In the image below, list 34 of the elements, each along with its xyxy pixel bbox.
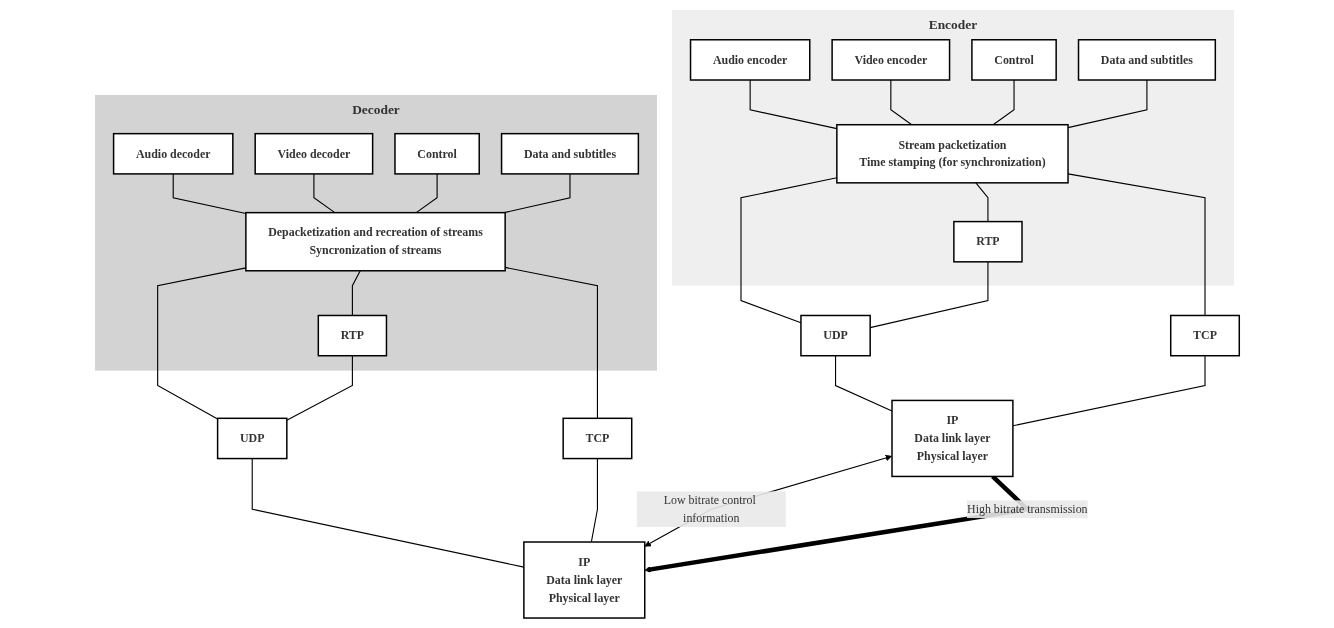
edge-label: Low bitrate control information <box>663 493 756 525</box>
connector <box>504 266 598 419</box>
node-box: UDP <box>216 417 288 460</box>
connector <box>590 458 598 543</box>
connector <box>890 79 913 126</box>
connector <box>415 173 438 214</box>
connector <box>1067 173 1206 317</box>
connector <box>313 173 336 214</box>
connector <box>1012 355 1206 427</box>
connector <box>503 173 571 214</box>
node-box: TCP <box>1169 314 1240 357</box>
node-box: Stream packetization Time stamping (for synchronization) <box>836 123 1069 184</box>
connector <box>992 79 1015 126</box>
node-box: UDP <box>800 314 871 357</box>
edge-label: High bitrate transmission <box>966 502 1088 516</box>
node-box: RTP <box>317 314 388 357</box>
node-box: Control <box>971 39 1057 81</box>
connector <box>156 267 247 420</box>
node-box: Data and subtitles <box>500 132 639 175</box>
node-box: Audio decoder <box>112 132 234 175</box>
node-box: Video encoder <box>831 39 951 81</box>
node-box: TCP <box>562 417 633 460</box>
node-box: Depacketization and recreation of streams Syncronization of streams <box>245 211 506 272</box>
node-box: Audio encoder <box>689 39 811 81</box>
connector <box>286 355 353 421</box>
node-box: IP Data link layer Physical layer <box>523 541 646 619</box>
node-box: Data and subtitles <box>1077 39 1216 81</box>
node-box: Control <box>394 132 480 175</box>
connector <box>1067 79 1148 129</box>
node-box: IP Data link layer Physical layer <box>891 399 1014 478</box>
connector <box>351 270 361 317</box>
node-box: RTP <box>953 220 1023 263</box>
connector <box>975 182 989 223</box>
node-box: Video decoder <box>254 132 374 175</box>
